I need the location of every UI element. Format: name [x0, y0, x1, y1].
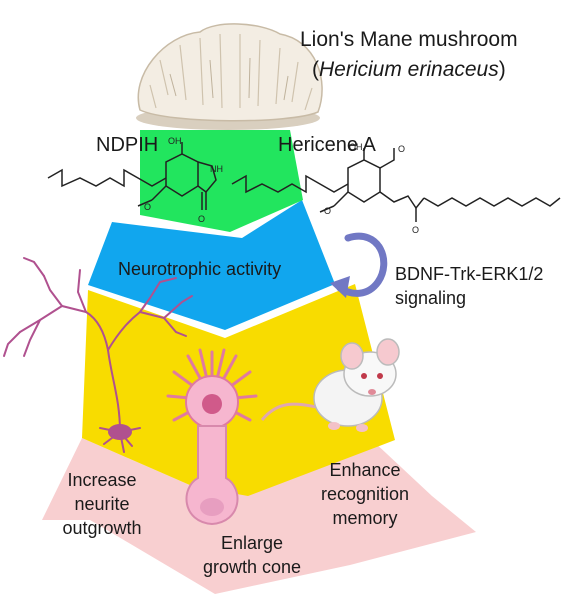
atom-o-left-ring: O	[198, 214, 205, 224]
growth-cone-icon	[166, 348, 258, 526]
ndpih-structure	[47, 142, 217, 210]
atom-oh-left: OH	[168, 136, 182, 146]
compound-hericene-a: Hericene A	[278, 134, 376, 156]
pathway-label: BDNF-Trk-ERK1/2 signaling	[395, 262, 543, 310]
atom-o-ester: O	[412, 225, 419, 235]
cycle-arrow-icon	[330, 232, 388, 298]
title-paren-open: (	[312, 58, 319, 81]
effect-3-line2: recognition	[320, 484, 410, 504]
effect-neurite-outgrowth: Increase neurite outgrowth	[42, 468, 162, 540]
effect-3-line3: memory	[332, 508, 398, 528]
atom-o-right-methoxy: O	[324, 206, 331, 216]
effect-3-line1: Enhance	[329, 460, 401, 480]
yellow-band	[82, 284, 395, 496]
hericene-structure	[231, 148, 561, 222]
pink-band	[42, 438, 476, 594]
atom-nh-left: NH	[210, 164, 223, 174]
neurotrophic-activity-label: Neurotrophic activity	[118, 259, 282, 279]
pathway-line1: BDNF-Trk-ERK1/2	[395, 264, 544, 284]
mushroom-icon	[136, 23, 323, 130]
title-paren-close: )	[498, 58, 506, 81]
title-line2: (Hericium erinaceus)	[312, 58, 506, 82]
effect-2-line2: growth cone	[202, 557, 302, 577]
neuron-soma	[108, 424, 132, 440]
green-band	[140, 130, 303, 232]
title-line1: Lion's Mane mushroom	[300, 28, 518, 51]
effect-recognition-memory: Enhance recognition memory	[300, 458, 430, 530]
atom-oh-right: OH	[349, 142, 363, 152]
species-name: Hericium erinaceus	[319, 58, 499, 81]
effect-1-line2: neurite	[74, 494, 130, 514]
atom-o-aldehyde: O	[398, 144, 405, 154]
pathway-line2: signaling	[395, 288, 467, 308]
compound-ndpih: NDPIH	[96, 134, 159, 156]
neuron-icon	[3, 257, 193, 453]
mouse-icon	[260, 338, 400, 432]
effect-2-line1: Enlarge	[220, 533, 284, 553]
atom-o-left-methoxy: O	[144, 202, 151, 212]
effect-1-line3: outgrowth	[62, 518, 142, 538]
effect-growth-cone: Enlarge growth cone	[192, 531, 312, 579]
effect-1-line1: Increase	[67, 470, 137, 490]
